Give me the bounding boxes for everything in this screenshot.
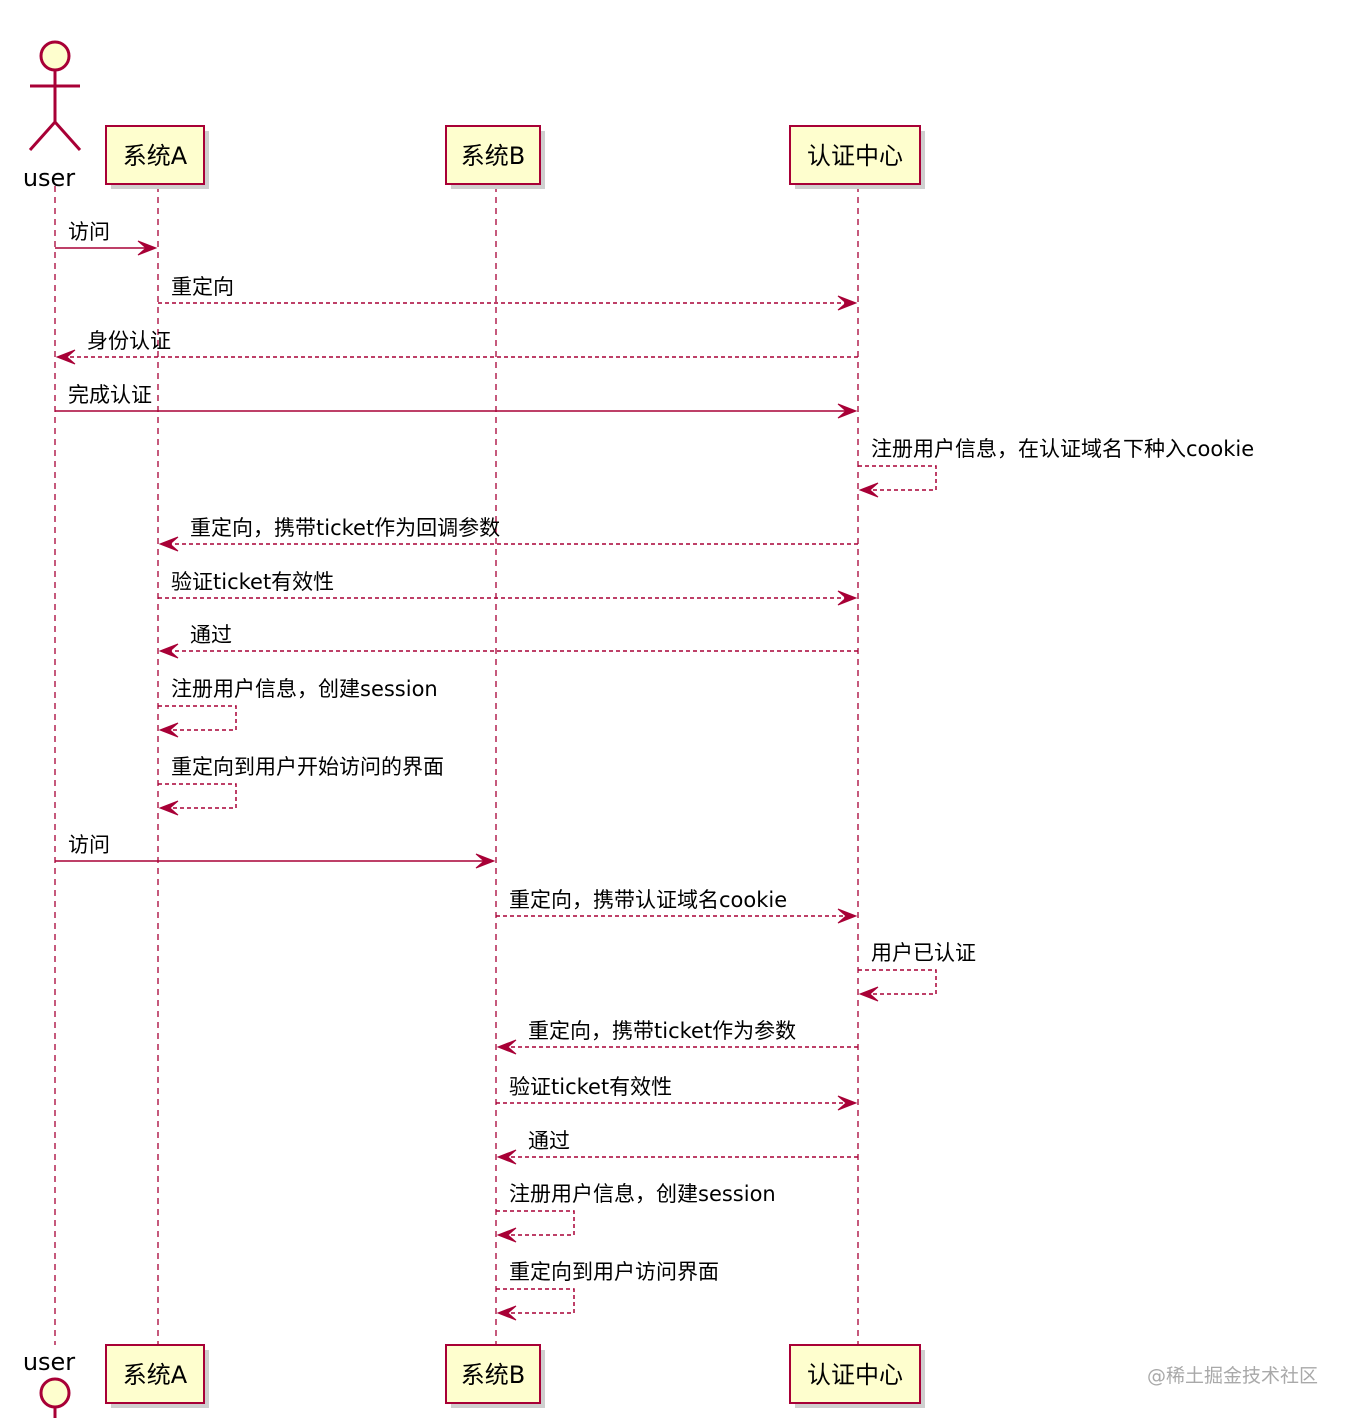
participant-rect <box>789 1344 921 1404</box>
message-label: 注册用户信息，在认证域名下种入cookie <box>871 437 1254 461</box>
participant-box-a-top: 系统A <box>105 125 209 189</box>
participant-box-b-top: 系统B <box>445 125 545 189</box>
arrow-head <box>837 295 858 311</box>
message-label: 验证ticket有效性 <box>509 1075 672 1099</box>
arrow-head <box>158 722 179 738</box>
arrow-head <box>137 240 158 256</box>
message-line <box>158 783 237 809</box>
message-7: 验证ticket有效性 <box>158 570 858 606</box>
message-10: 重定向到用户开始访问的界面 <box>158 755 444 816</box>
user-actor-icon-bottom <box>39 1377 71 1418</box>
watermark: @稀土掘金技术社区 <box>1146 1365 1318 1387</box>
participant-box-b-bottom: 系统B <box>445 1344 545 1408</box>
message-9: 注册用户信息，创建session <box>158 677 438 738</box>
message-label: 用户已认证 <box>871 941 976 965</box>
arrow-head <box>496 1039 517 1055</box>
message-line <box>496 1210 575 1236</box>
participant-label: 系统A <box>123 1361 188 1389</box>
actor-head <box>39 1377 71 1409</box>
user-actor-icon <box>28 40 82 151</box>
arrow-head <box>858 986 879 1002</box>
arrow-head <box>496 1227 517 1243</box>
participant-rect <box>445 125 541 185</box>
message-label: 访问 <box>68 833 110 857</box>
arrow-head <box>475 853 496 869</box>
actor-head <box>39 40 71 72</box>
message-label: 重定向到用户访问界面 <box>509 1260 719 1284</box>
arrow-head <box>837 590 858 606</box>
message-3: 身份认证 <box>55 329 858 365</box>
message-15: 验证ticket有效性 <box>496 1075 858 1111</box>
arrow-head <box>496 1149 517 1165</box>
message-line <box>858 465 937 491</box>
message-8: 通过 <box>158 623 858 659</box>
arrow-head <box>158 800 179 816</box>
actor-label-top: user <box>23 164 75 192</box>
arrow-head <box>158 536 179 552</box>
message-2: 重定向 <box>158 275 858 311</box>
message-label: 重定向 <box>171 275 234 299</box>
participant-rect <box>105 1344 205 1404</box>
actor-label-bottom: user <box>23 1348 75 1376</box>
message-label: 访问 <box>68 220 110 244</box>
arrow-head <box>837 1095 858 1111</box>
message-14: 重定向，携带ticket作为参数 <box>496 1019 858 1055</box>
message-line <box>158 705 237 731</box>
message-label: 重定向到用户开始访问的界面 <box>171 755 444 779</box>
actor-leg-left <box>28 121 57 151</box>
message-13: 用户已认证 <box>858 941 976 1002</box>
arrow-head <box>858 482 879 498</box>
message-label: 注册用户信息，创建session <box>509 1182 776 1206</box>
message-17: 注册用户信息，创建session <box>496 1182 776 1243</box>
arrow-head <box>158 643 179 659</box>
message-1: 访问 <box>55 220 158 256</box>
message-16: 通过 <box>496 1129 858 1165</box>
participant-label: 系统A <box>123 142 188 170</box>
arrow-head <box>496 1305 517 1321</box>
message-label: 重定向，携带ticket作为参数 <box>528 1019 796 1043</box>
participant-rect <box>445 1344 541 1404</box>
message-label: 重定向，携带认证域名cookie <box>509 888 787 912</box>
message-label: 完成认证 <box>68 383 152 407</box>
participant-box-c-bottom: 认证中心 <box>789 1344 925 1408</box>
message-label: 通过 <box>528 1129 570 1153</box>
message-12: 重定向，携带认证域名cookie <box>496 888 858 924</box>
participant-rect <box>789 125 921 185</box>
participant-label: 系统B <box>461 1361 525 1389</box>
participant-box-c-top: 认证中心 <box>789 125 925 189</box>
participant-label: 系统B <box>461 142 525 170</box>
message-4: 完成认证 <box>55 383 858 419</box>
message-18: 重定向到用户访问界面 <box>496 1260 719 1321</box>
participant-label: 认证中心 <box>807 1361 903 1389</box>
message-line <box>496 1288 575 1314</box>
arrow-head <box>837 403 858 419</box>
message-label: 重定向，携带ticket作为回调参数 <box>190 516 500 540</box>
message-5: 注册用户信息，在认证域名下种入cookie <box>858 437 1254 498</box>
message-label: 注册用户信息，创建session <box>171 677 438 701</box>
message-label: 验证ticket有效性 <box>171 570 334 594</box>
participant-label: 认证中心 <box>807 142 903 170</box>
participant-rect <box>105 125 205 185</box>
message-11: 访问 <box>55 833 496 869</box>
participant-box-a-bottom: 系统A <box>105 1344 209 1408</box>
actor-leg-right <box>53 121 82 151</box>
message-line <box>858 969 937 995</box>
arrow-head <box>55 349 76 365</box>
message-label: 身份认证 <box>87 329 171 353</box>
message-label: 通过 <box>190 623 232 647</box>
message-6: 重定向，携带ticket作为回调参数 <box>158 516 858 552</box>
arrow-head <box>837 908 858 924</box>
